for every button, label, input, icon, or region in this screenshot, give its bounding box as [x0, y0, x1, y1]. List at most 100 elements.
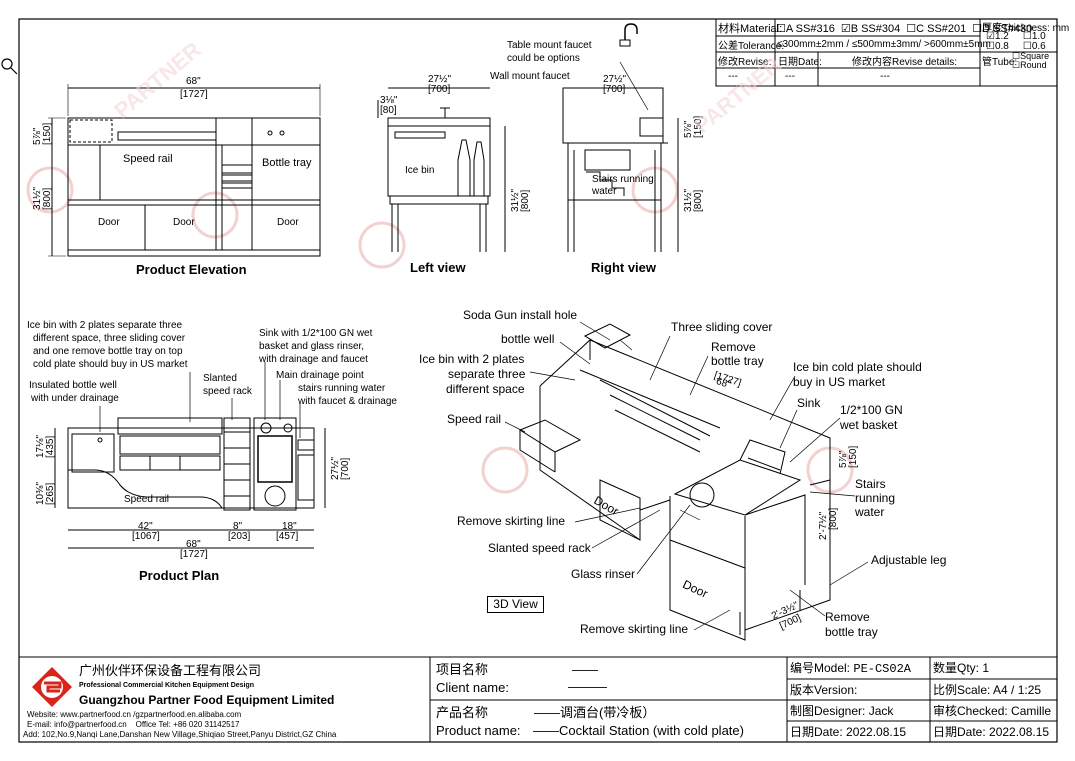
left-wall-faucet: Wall mount faucet	[490, 71, 570, 82]
tube-option-square[interactable]: ☐Square	[1012, 50, 1050, 62]
left-hmain-mm: [800]	[520, 189, 531, 212]
model-row: 编号Model: PE-CS02A	[790, 661, 911, 676]
plan-dim-bot-mm: [265]	[45, 482, 56, 505]
plan-sink-1: Sink with 1/2*100 GN wet	[259, 328, 373, 339]
plan-ice-note-2: different space, three sliding cover	[33, 333, 186, 344]
iso-sink: Sink	[797, 396, 821, 410]
plan-drawing	[54, 362, 326, 549]
product-value: ——Cocktail Station (with cold plate)	[533, 723, 744, 738]
iso-cold-plate-1: Ice bin cold plate should	[793, 360, 922, 374]
left-title: Left view	[410, 260, 466, 275]
qty-value: 1	[982, 661, 990, 675]
title-block-lines	[19, 656, 1057, 742]
right-stairs-1: Stairs running	[592, 174, 654, 185]
revise-label: 修改Revise:	[718, 56, 772, 68]
thickness-label: 厚度Thickness: mm	[982, 22, 1070, 34]
iso-stairs-2: running	[855, 491, 896, 505]
thickness-row-1: ☑1.2 ☐1.0	[986, 30, 1046, 42]
company-en: Guangzhou Partner Food Equipment Limited	[79, 693, 335, 707]
thickness-row-2: ☐0.8 ☐0.6	[986, 40, 1046, 52]
left-view-drawing	[377, 87, 506, 252]
date-label: 日期Date:	[778, 56, 822, 68]
website-row: Website: www.partnerfood.cn /gzpartnerfo…	[27, 710, 242, 719]
elevation-door-1: Door	[98, 217, 120, 228]
plan-dim-depth-mm: [700]	[340, 457, 351, 480]
plan-stairs-2: with faucet & drainage	[298, 396, 397, 407]
model-value: PE-CS02A	[853, 662, 911, 676]
address: Add: 102,No.9,Nanqi Lane,Danshan New Vil…	[23, 730, 337, 739]
elevation-hmain-mm: [800]	[42, 187, 53, 210]
thickness-option-1-2[interactable]: ☑1.2	[986, 30, 1009, 42]
material-option-a[interactable]: ☐A SS#316	[776, 22, 835, 35]
plan-dim-total-mm: [1727]	[180, 549, 208, 560]
iso-wet-basket-2: wet basket	[840, 418, 898, 432]
product-cn-value: ——调酒台(带冷板）	[534, 705, 656, 720]
iso-remove-tray-1: Remove	[711, 340, 756, 354]
iso-adjustable-leg: Adjustable leg	[871, 553, 947, 567]
plan-dim-top-mm: [435]	[45, 435, 56, 458]
plan-dim-c-in: 18"	[282, 521, 297, 532]
iso-view-tag: 3D View	[487, 596, 544, 613]
client-label: Client name:	[436, 680, 509, 695]
email-link[interactable]: info@partnerfood.cn	[54, 720, 127, 729]
tolerance-label: 公差Tolerance:	[718, 40, 785, 52]
project-cn-label: 项目名称	[436, 662, 489, 677]
iso-dim-h1-mm: [150]	[848, 445, 859, 468]
plan-insulated-1: Insulated bottle well	[29, 380, 117, 391]
scale-value: A4 / 1:25	[993, 683, 1042, 697]
plan-dim-total-in: 68"	[186, 539, 201, 550]
iso-drawing	[504, 321, 869, 641]
right-width-mm: [700]	[603, 84, 626, 95]
website-link[interactable]: www.partnerfood.cn /gzpartnerfood.en.ali…	[60, 710, 242, 719]
iso-skirting: Remove skirting line	[457, 514, 566, 528]
elevation-speed-rail: Speed rail	[123, 153, 173, 165]
revise-dash-2: ---	[785, 70, 795, 82]
plan-dim-c-mm: [457]	[276, 531, 299, 542]
checkbox-icon: ☐	[1012, 50, 1021, 61]
checkbox-icon: ☐	[1022, 30, 1032, 42]
material-options: ☐A SS#316 ☑B SS#304 ☐C SS#201 ☐D SS#430	[776, 20, 1032, 36]
scale-row: 比例Scale: A4 / 1:25	[933, 683, 1042, 697]
iso-speed-rail: Speed rail	[447, 412, 502, 426]
right-title: Right view	[591, 260, 657, 275]
thickness-option-1-0[interactable]: ☐1.0	[1022, 30, 1046, 42]
material-label: 材料Material:	[718, 23, 783, 35]
checkbox-icon: ☐	[986, 40, 995, 52]
plan-slanted-1: Slanted	[203, 373, 237, 384]
iso-wet-basket-1: 1/2*100 GN	[840, 403, 903, 417]
right-hmain-mm: [800]	[693, 189, 704, 212]
tube-option-round[interactable]: ☐Round	[1012, 59, 1047, 71]
company-tagline: Professional Commercial Kitchen Equipmen…	[79, 682, 255, 689]
material-option-b[interactable]: ☑B SS#304	[840, 22, 901, 35]
plan-sink-2: basket and glass rinser,	[259, 341, 365, 352]
checkbox-checked-icon: ☑	[986, 30, 995, 42]
left-width-mm: [700]	[428, 84, 451, 95]
material-option-c[interactable]: ☐C SS#201	[906, 22, 967, 35]
thickness-option-0-8[interactable]: ☐0.8	[986, 40, 1009, 52]
checkbox-icon: ☐	[972, 22, 983, 35]
plan-title: Product Plan	[139, 568, 220, 583]
thickness-option-0-6[interactable]: ☐0.6	[1022, 40, 1046, 52]
right-view-drawing	[562, 23, 679, 252]
left-htop-in: 3⅛"	[380, 95, 398, 106]
iso-remove-tray-2: bottle tray	[711, 354, 764, 368]
iso-bottle-well: bottle well	[501, 332, 555, 346]
iso-glass-rinser: Glass rinser	[571, 567, 636, 581]
contact-row: E-mail: info@partnerfood.cn Office Tel: …	[27, 720, 240, 729]
plan-stairs-1: stairs running water	[298, 383, 386, 394]
elevation-drawing	[48, 84, 321, 257]
iso-ice-bin-2: separate three	[448, 367, 526, 381]
checkbox-icon: ☐	[1012, 59, 1021, 70]
plan-slanted-2: speed rack	[203, 386, 252, 397]
iso-stairs-3: water	[855, 505, 885, 519]
date2-row: 日期Date: 2022.08.15	[933, 725, 1050, 739]
iso-stairs-1: Stairs	[855, 477, 886, 491]
material-option-d[interactable]: ☐D SS#430	[972, 22, 1033, 35]
right-stairs-2: water	[592, 186, 617, 197]
iso-ice-bin-1: Ice bin with 2 plates	[419, 352, 525, 366]
iso-soda-gun: Soda Gun install hole	[463, 308, 578, 322]
right-table-faucet-2: could be options	[507, 53, 580, 64]
elevation-bottle-tray: Bottle tray	[262, 157, 312, 169]
